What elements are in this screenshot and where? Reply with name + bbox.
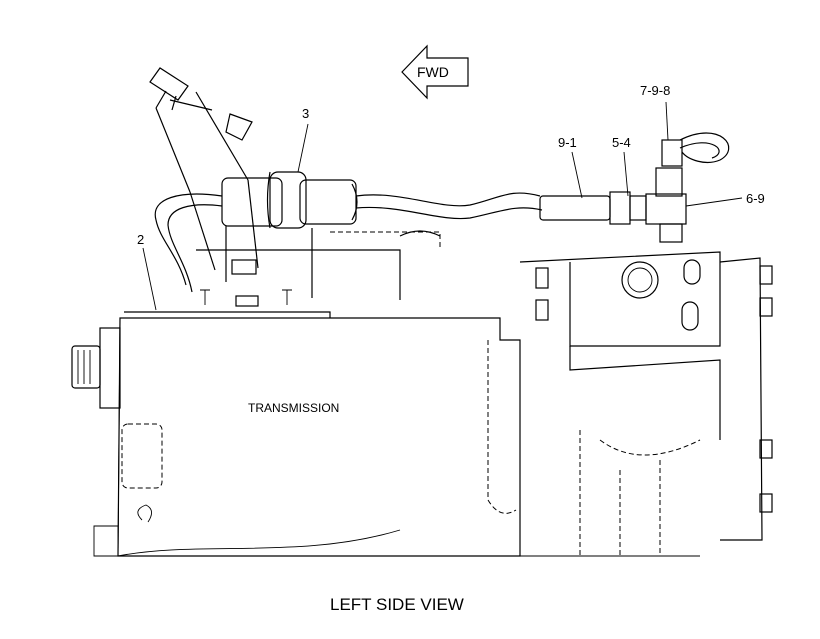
filter-canister	[221, 171, 358, 298]
transmission-label: TRANSMISSION	[248, 401, 339, 415]
fwd-label: FWD	[417, 64, 449, 80]
callout-2: 2	[137, 232, 144, 247]
fitting-assembly	[539, 132, 730, 243]
filler-pipe	[149, 67, 259, 271]
view-title: LEFT SIDE VIEW	[330, 595, 464, 614]
callout-9-1: 9-1	[558, 135, 577, 150]
callout-6-9: 6-9	[746, 191, 765, 206]
right-housing	[487, 251, 773, 557]
forward-arrow: FWD	[401, 44, 469, 100]
callout-5-4: 5-4	[612, 135, 631, 150]
leader-lines	[142, 101, 743, 311]
top-cover	[196, 230, 441, 307]
transmission-housing	[71, 311, 521, 557]
callout-3: 3	[302, 106, 309, 121]
hose-line	[154, 192, 543, 293]
callouts: 2 3 9-1 5-4 7-9-8 6-9	[137, 83, 765, 247]
callout-7-9-8: 7-9-8	[640, 83, 670, 98]
